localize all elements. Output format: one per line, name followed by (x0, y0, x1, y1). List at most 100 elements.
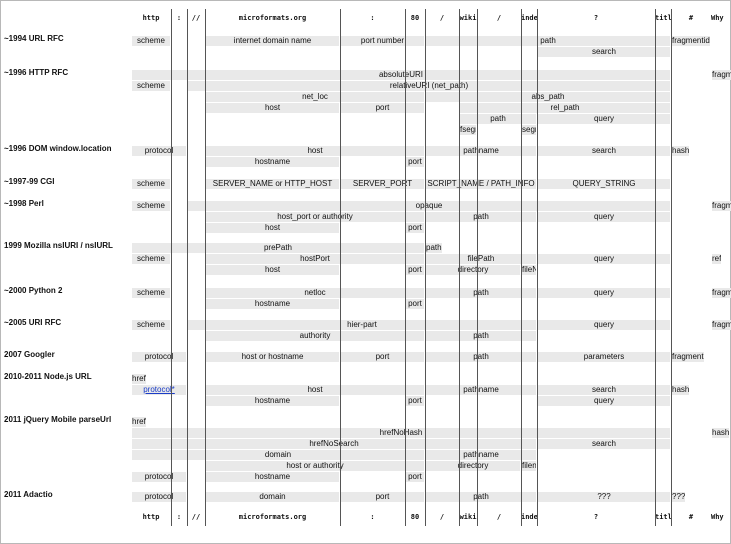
component-cell: fragment (712, 320, 731, 330)
scheme-title: 2011 Adactio (4, 490, 53, 499)
component-cell: hash (672, 146, 690, 156)
component-cell: protocol (132, 352, 186, 362)
component-cell: SERVER_NAME or HTTP_HOST (206, 179, 339, 189)
component-cell: query (538, 396, 670, 406)
component-cell: segment (522, 125, 536, 135)
url-part-10: ? (593, 14, 599, 22)
component-cell: opaque (188, 201, 670, 211)
component-cell: relativeURI (net_path) (188, 81, 670, 91)
component-cell: domain (132, 450, 424, 460)
url-part-6: / (439, 14, 445, 22)
component-cell: search (538, 439, 670, 449)
component-cell: port (406, 299, 424, 309)
component-cell: port (341, 492, 424, 502)
component-cell: search (538, 146, 670, 156)
component-cell: path (426, 288, 536, 298)
component-cell: host (206, 265, 339, 275)
component-cell: protocol (132, 472, 186, 482)
component-cell: host or authority (206, 461, 424, 471)
url-part-5: 80 (410, 513, 420, 521)
url-part-2: // (191, 513, 201, 521)
component-cell: scheme (132, 288, 170, 298)
url-part-3: microformats.org (238, 513, 307, 521)
scheme-title: 2010-2011 Node.js URL (4, 372, 92, 381)
scheme-title: ~1996 DOM window.location (4, 144, 112, 153)
column-separator (425, 9, 426, 526)
component-cell: query (538, 288, 670, 298)
component-cell: net_loc (206, 92, 424, 102)
component-cell: protocol (132, 492, 186, 502)
url-part-1: : (176, 14, 182, 22)
column-separator (459, 9, 460, 526)
component-cell: fragment (712, 70, 731, 80)
component-cell: scheme (132, 254, 170, 264)
component-cell: hostPort (206, 254, 424, 264)
component-cell: netloc (206, 288, 424, 298)
component-cell: scheme (132, 201, 170, 211)
url-part-10: ? (593, 513, 599, 521)
url-part-3: microformats.org (238, 14, 307, 22)
component-cell: hostname (206, 396, 339, 406)
url-part-1: : (176, 513, 182, 521)
component-cell: abs_path (426, 92, 670, 102)
url-part-12: # (688, 513, 694, 521)
component-cell: pathname (426, 385, 536, 395)
component-cell: fragment (712, 288, 731, 298)
component-cell: hash (712, 428, 730, 438)
component-cell: fsegment (460, 125, 476, 135)
column-separator (405, 9, 406, 526)
component-cell: directory (426, 265, 520, 275)
component-cell: path (426, 331, 536, 341)
url-part-8: / (496, 14, 502, 22)
column-separator (477, 9, 478, 526)
scheme-title: ~1994 URL RFC (4, 34, 64, 43)
component-cell: path (426, 243, 442, 253)
url-part-0: http (142, 14, 160, 22)
component-cell: search (538, 385, 670, 395)
component-cell: internet domain name (206, 36, 339, 46)
component-cell: hrefNoHash (132, 428, 670, 438)
component-cell: port (341, 352, 424, 362)
url-part-7: wiki (459, 14, 477, 22)
url-part-2: // (191, 14, 201, 22)
component-cell: href (132, 417, 146, 427)
component-cell: hostname (206, 472, 339, 482)
url-part-7: wiki (459, 513, 477, 521)
component-cell: directory (426, 461, 520, 471)
component-cell: hrefNoSearch (132, 439, 536, 449)
component-cell: path (426, 352, 536, 362)
component-cell: fragment (672, 352, 704, 362)
component-cell: ref (712, 254, 722, 264)
component-cell: path (426, 492, 536, 502)
component-cell: pathname (426, 450, 536, 460)
component-cell: host (206, 146, 424, 156)
component-cell: host or hostname (206, 352, 339, 362)
component-cell: ??? (672, 492, 686, 502)
url-part-13: Why (711, 14, 724, 22)
url-part-6: / (439, 513, 445, 521)
column-separator (521, 9, 522, 526)
component-cell: query (538, 114, 670, 124)
component-cell: host (206, 385, 424, 395)
component-cell: absoluteURI (132, 70, 670, 80)
column-separator (171, 9, 172, 526)
url-part-12: # (688, 14, 694, 22)
component-cell: parameters (538, 352, 670, 362)
component-cell: hostname (206, 157, 339, 167)
component-cell: authority (206, 331, 424, 341)
scheme-title: 1999 Mozilla nsIURI / nsIURL (4, 241, 113, 250)
url-part-4: : (370, 513, 375, 521)
component-cell: search (538, 47, 670, 57)
url-part-11: title=url-formats (655, 513, 671, 521)
component-cell: query (538, 254, 670, 264)
component-cell: rel_path (460, 103, 670, 113)
component-cell: port (406, 265, 424, 275)
component-cell: path (426, 36, 670, 46)
component-cell: QUERY_STRING (538, 179, 670, 189)
component-cell[interactable]: protocol* (132, 385, 186, 395)
url-part-0: http (142, 513, 160, 521)
component-cell: port (406, 157, 424, 167)
component-cell: prePath (132, 243, 424, 253)
component-cell: port (341, 103, 424, 113)
